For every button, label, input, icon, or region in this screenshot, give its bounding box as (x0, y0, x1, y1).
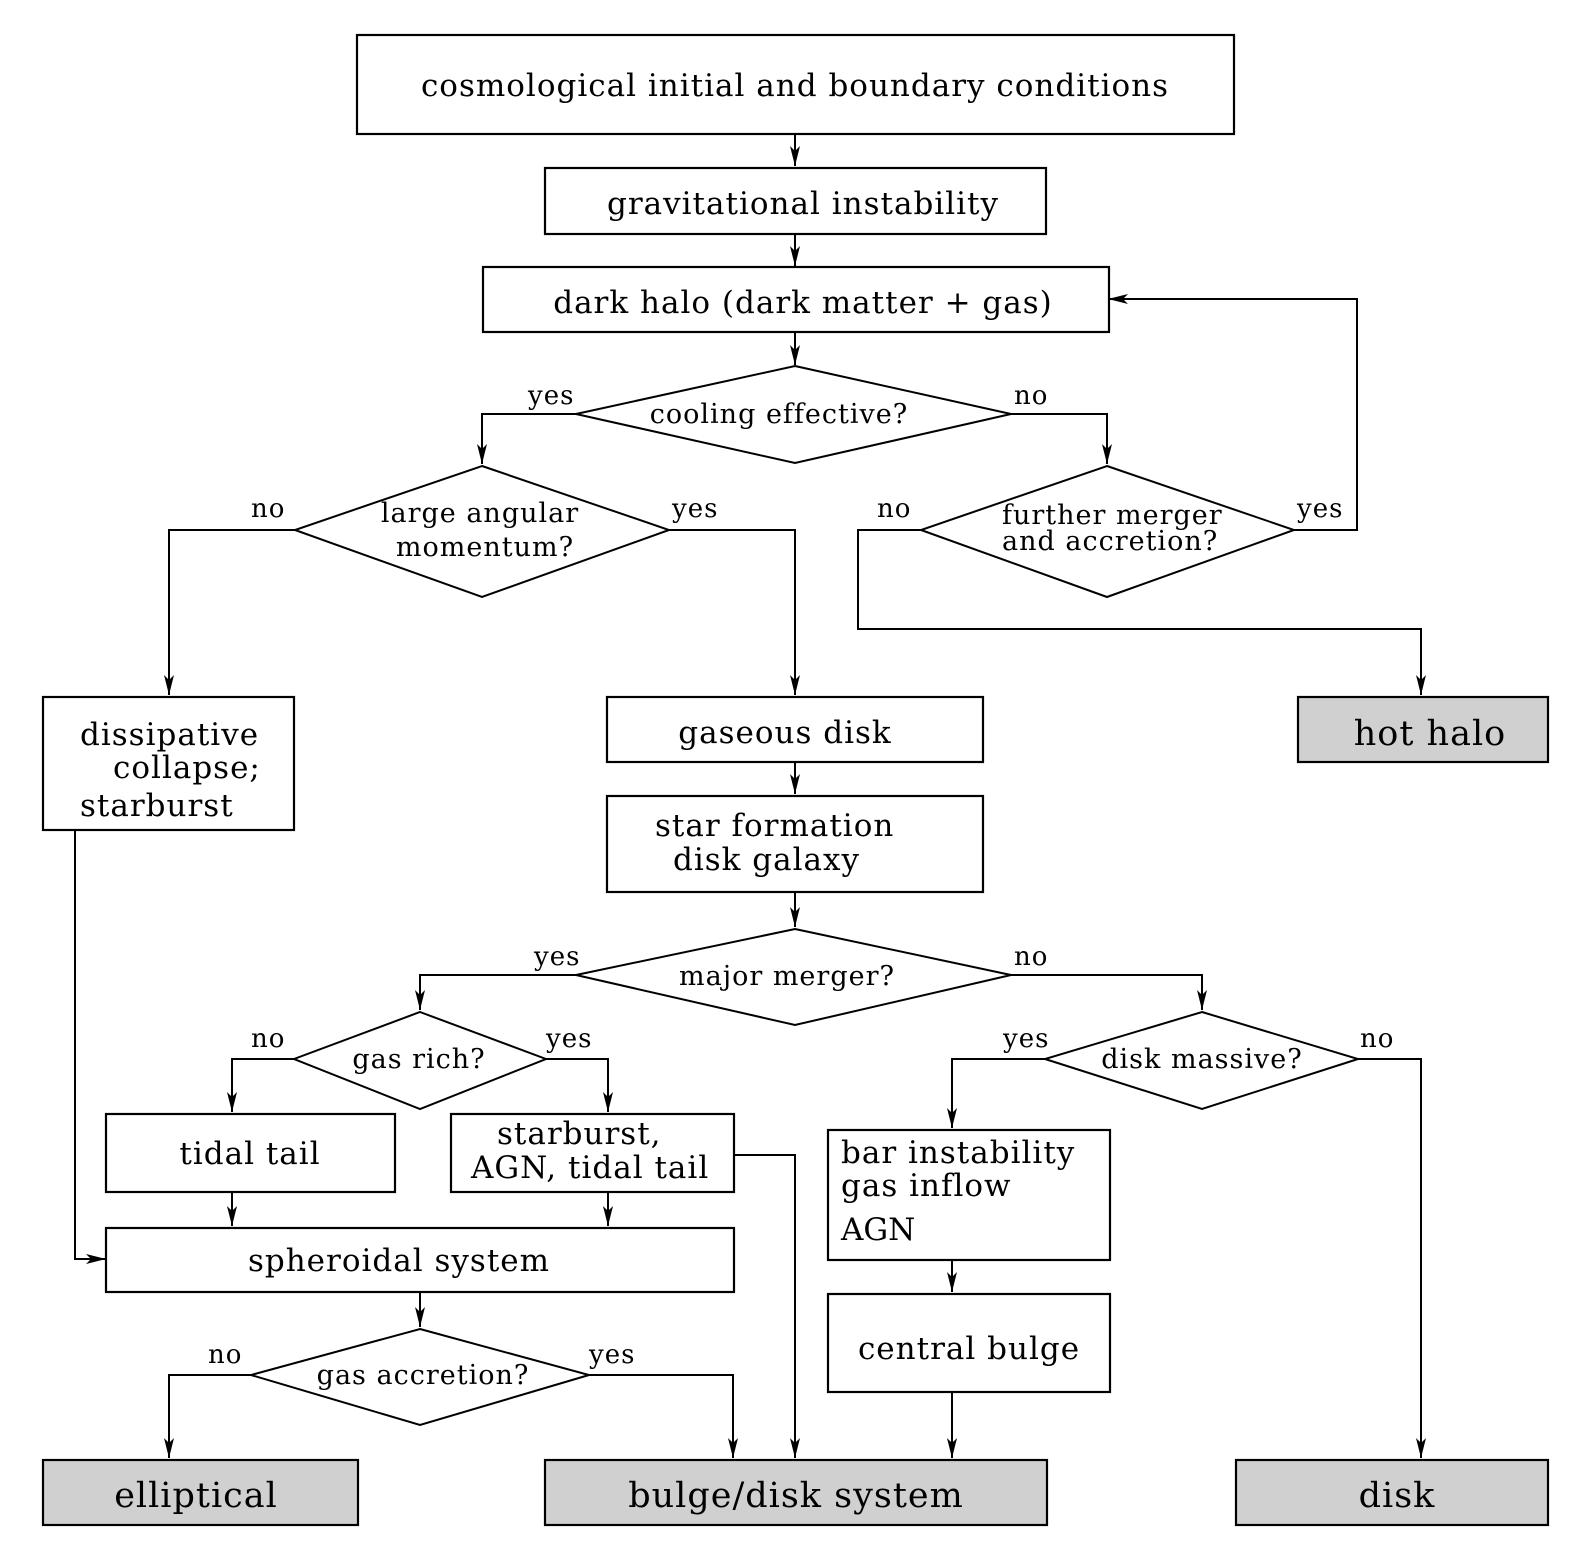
node-cosmo: cosmological initial and boundary condit… (355, 33, 1236, 136)
decision-cooling-label: cooling effective? (650, 399, 908, 430)
label-diskmassive-yes: yes (1002, 1024, 1049, 1054)
decision-major: major merger? (575, 927, 1012, 1027)
node-gaseous: gaseous disk (605, 695, 985, 764)
decision-diskmassive: disk massive? (1041, 1010, 1362, 1111)
node-dissipative-line3: starburst (80, 788, 234, 824)
edge-cooling-yes (477, 413, 576, 464)
label-gasrich-no: no (251, 1024, 285, 1054)
decision-angular-line1: large angular (381, 498, 579, 529)
node-bulgedisk-label: bulge/disk system (628, 1476, 964, 1516)
label-angular-yes: yes (671, 494, 718, 524)
connectors (74, 134, 1426, 1458)
node-halo-label: dark halo (dark matter + gas) (553, 285, 1053, 321)
node-bar-line3: AGN (840, 1212, 915, 1248)
node-tidal-label: tidal tail (179, 1136, 320, 1172)
edge-diskmassive-yes (947, 1058, 1045, 1128)
node-bar: bar instability gas inflow AGN (826, 1128, 1112, 1262)
decision-cooling: cooling effective? (575, 364, 1012, 465)
label-further-yes: yes (1296, 494, 1343, 524)
edge-gasrich-no (227, 1058, 294, 1112)
label-further-no: no (877, 494, 911, 524)
node-starburst-line1: starburst, (497, 1116, 662, 1152)
label-major-yes: yes (533, 942, 580, 972)
edge-further-no (857, 529, 1426, 695)
node-dissipative: dissipative collapse; starburst (41, 695, 296, 832)
node-spheroidal-label: spheroidal system (248, 1243, 550, 1279)
node-grav: gravitational instability (543, 166, 1048, 236)
edge-cooling-no (1011, 413, 1112, 464)
edge-further-yes-loop (1108, 294, 1358, 531)
edge-major-yes (415, 974, 576, 1010)
edge-gasacc-no (164, 1374, 251, 1458)
branch-labels: yes no no yes no yes yes no no yes yes n… (208, 381, 1394, 1370)
node-disk: disk (1234, 1458, 1550, 1527)
node-grav-label: gravitational instability (607, 186, 999, 222)
decision-gasrich: gas rich? (291, 1010, 549, 1111)
edge-gasacc-yes (589, 1374, 738, 1458)
node-gaseous-label: gaseous disk (678, 715, 891, 751)
edge-gasrich-yes (546, 1058, 613, 1112)
node-hothalo-label: hot halo (1354, 714, 1506, 754)
edge-starburst-bulgedisk (734, 1154, 800, 1458)
edge-major-no (1011, 974, 1207, 1010)
decision-gasrich-label: gas rich? (352, 1044, 485, 1075)
node-bulge: central bulge (826, 1292, 1112, 1394)
edge-diskmassive-no (1358, 1058, 1426, 1458)
node-bar-line2: gas inflow (841, 1168, 1012, 1204)
node-starform: star formation disk galaxy (605, 794, 985, 894)
node-dissipative-line2: collapse; (113, 750, 261, 786)
decision-diskmassive-label: disk massive? (1101, 1044, 1302, 1075)
node-elliptical-label: elliptical (114, 1476, 278, 1516)
label-gasacc-yes: yes (588, 1340, 635, 1370)
edge-dissipative-spheroidal (74, 830, 106, 1264)
node-starform-line1: star formation (655, 808, 894, 844)
decision-angular-line2: momentum? (396, 532, 574, 563)
node-halo: dark halo (dark matter + gas) (481, 265, 1111, 334)
node-dissipative-line1: dissipative (80, 717, 259, 753)
label-cooling-no: no (1014, 381, 1048, 411)
node-starburst: starburst, AGN, tidal tail (449, 1112, 736, 1194)
decision-further-line1: further merger (1002, 500, 1223, 531)
node-cosmo-label: cosmological initial and boundary condit… (421, 68, 1169, 104)
label-major-no: no (1014, 942, 1048, 972)
decision-further-line2: and accretion? (1002, 526, 1218, 557)
label-cooling-yes: yes (527, 381, 574, 411)
node-starform-line2: disk galaxy (673, 842, 860, 878)
label-angular-no: no (251, 494, 285, 524)
node-hothalo: hot halo (1296, 695, 1550, 764)
edge-angular-no (164, 529, 295, 695)
edge-angular-yes (669, 529, 800, 695)
label-gasrich-yes: yes (545, 1024, 592, 1054)
node-elliptical: elliptical (41, 1458, 360, 1527)
decision-further: further merger and accretion? (917, 464, 1298, 599)
decision-gasacc-label: gas accretion? (317, 1360, 530, 1391)
decision-angular: large angular momentum? (291, 464, 673, 599)
decision-gasacc: gas accretion? (247, 1327, 593, 1427)
label-diskmassive-no: no (1360, 1024, 1394, 1054)
node-tidal: tidal tail (104, 1112, 397, 1194)
decision-major-label: major merger? (679, 961, 895, 992)
node-bulge-label: central bulge (858, 1331, 1080, 1367)
label-gasacc-no: no (208, 1340, 242, 1370)
node-spheroidal: spheroidal system (104, 1226, 736, 1294)
node-bulgedisk: bulge/disk system (543, 1458, 1049, 1527)
node-bar-line1: bar instability (841, 1135, 1075, 1171)
node-disk-label: disk (1359, 1476, 1436, 1516)
node-starburst-line2: AGN, tidal tail (470, 1150, 709, 1186)
